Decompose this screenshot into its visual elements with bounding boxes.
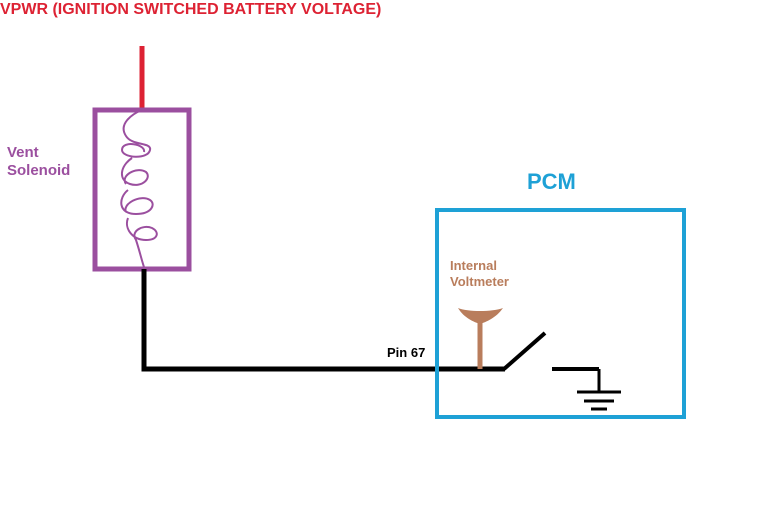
pcm-label: PCM <box>527 169 576 194</box>
vent-solenoid-label-line1: Vent <box>7 144 39 161</box>
internal-voltmeter-label: Internal Voltmeter <box>450 258 509 289</box>
vent-solenoid-box <box>92 107 192 272</box>
vent-solenoid-label-line2: Solenoid <box>7 162 71 179</box>
voltmeter-icon <box>458 308 503 324</box>
internal-voltmeter-label-line1: Internal <box>450 258 497 273</box>
internal-voltmeter-label-line2: Voltmeter <box>450 273 509 289</box>
pin-67-wire <box>141 269 505 372</box>
coil-icon <box>120 109 158 271</box>
ground-symbol-icon <box>577 369 621 411</box>
open-switch-icon <box>502 331 547 371</box>
vpwr-label: VPWR (IGNITION SWITCHED BATTERY VOLTAGE) <box>0 1 382 18</box>
pcm-box <box>435 208 686 419</box>
pin-67-label: Pin 67 <box>387 345 426 360</box>
vent-solenoid-label: Vent Solenoid <box>7 144 70 180</box>
